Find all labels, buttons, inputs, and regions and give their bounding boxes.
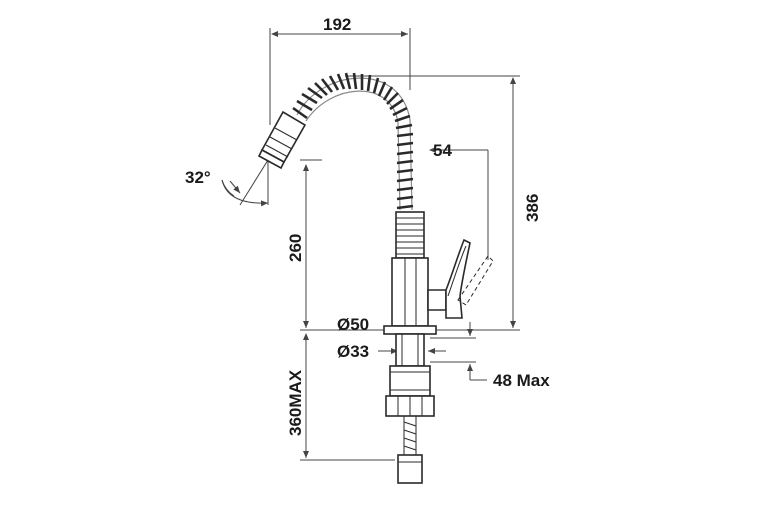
label-angle: 32° bbox=[185, 168, 211, 187]
label-spout-height: 260 bbox=[286, 234, 305, 262]
lever-handle bbox=[427, 238, 494, 319]
faucet-outline bbox=[257, 72, 494, 484]
label-max-deck-thickness: 48 Max bbox=[493, 371, 550, 390]
label-shank-diameter: Ø33 bbox=[337, 342, 369, 361]
supply-hose bbox=[397, 416, 423, 484]
label-base-diameter: Ø50 bbox=[337, 315, 369, 334]
base-flange bbox=[383, 325, 437, 335]
mounting-shank bbox=[395, 333, 425, 367]
spray-head bbox=[257, 110, 307, 170]
label-total-height: 386 bbox=[523, 194, 542, 222]
dimension-labels: 192 32° 54 Ø50 Ø33 48 Max 260 386 360MAX bbox=[185, 15, 550, 436]
faucet-main-body bbox=[391, 257, 429, 327]
label-hose-length: 360MAX bbox=[286, 369, 305, 436]
spring-coil bbox=[292, 72, 414, 211]
faucet-upper-body bbox=[395, 211, 425, 259]
label-width-top: 192 bbox=[323, 15, 351, 34]
label-spray-reach: 54 bbox=[433, 141, 452, 160]
mounting-nut bbox=[385, 365, 435, 417]
